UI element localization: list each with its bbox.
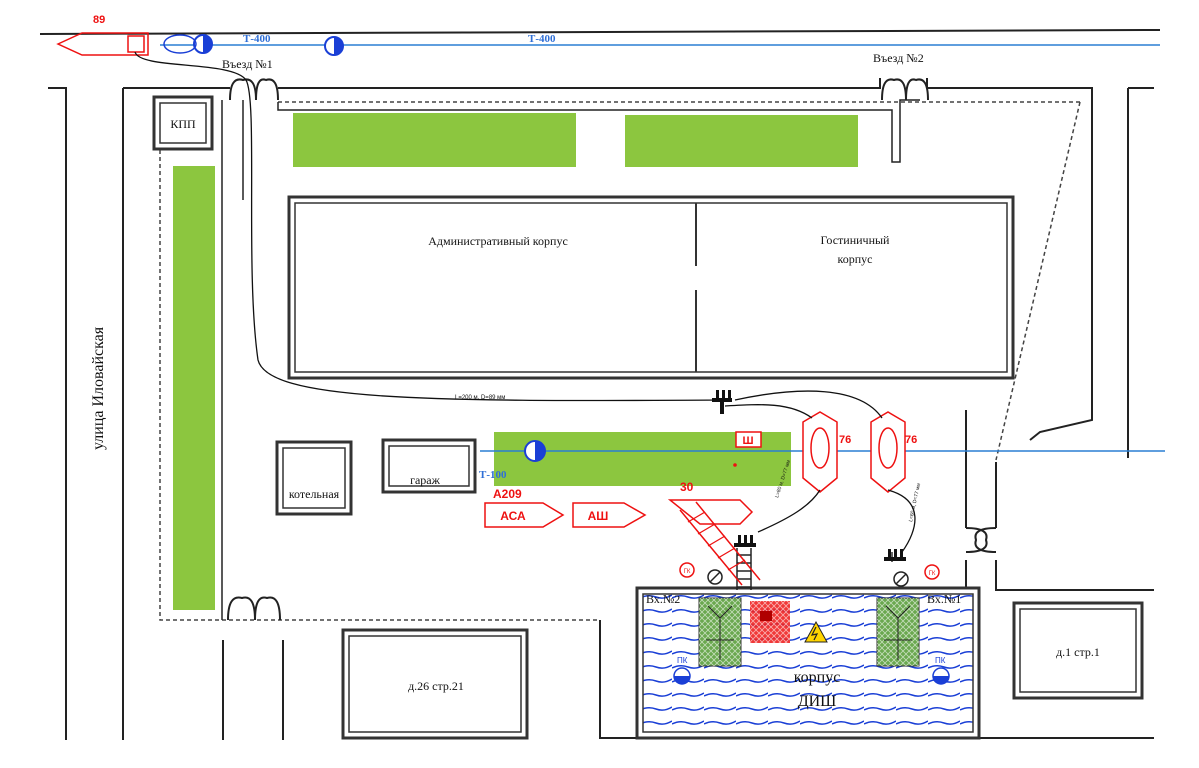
garage-label: гараж [410,473,441,487]
boiler-label: котельная [289,487,340,501]
pk-right-icon: ПК [932,656,950,685]
block-26-label: д.26 стр.21 [408,679,464,693]
crew-label: А209 [493,487,522,501]
hose-lines [134,51,916,562]
fire-truck-ash[interactable]: АШ [572,502,647,528]
manifold-right-icon [884,549,906,561]
nozzle-left-icon [707,569,723,585]
fire-truck-76b[interactable]: 76 [870,411,917,493]
hotel-building-label-2: корпус [838,252,873,266]
manifold-main-icon [712,390,732,414]
gate-east[interactable] [965,527,997,553]
entrance-1-label: Вх.№1 [927,592,961,606]
dish-label-1: корпус [794,669,841,686]
gk-left-icon: ГК [679,562,695,578]
building-boiler: котельная [275,440,353,516]
building-garage: гараж [381,438,477,494]
water-label-t400-left: Т-400 [243,33,271,45]
gate-south[interactable] [227,596,281,621]
lawn-2 [625,115,858,167]
street-name: улица Иловайская [90,326,107,450]
lawn-3 [173,166,215,610]
lawn-1 [293,113,576,167]
asa-label: АСА [500,509,526,523]
inner-fence [159,101,1081,621]
admin-building-label: Административный корпус [428,234,568,248]
building-d26: д.26 стр.21 [341,628,529,740]
entry-2-label: Въезд №2 [873,51,924,65]
headquarters-marker[interactable]: Ш [733,431,762,467]
entrance-2-label: Вх.№2 [646,592,680,606]
hose-main-label: L=200 м, D=89 мм [455,395,505,401]
street: улица Иловайская [48,87,107,740]
stairwell-right [876,597,920,667]
water-label-t400-right: Т-400 [528,33,556,45]
fire-unit-label: 76 [839,434,851,446]
fire-zone[interactable] [750,601,790,643]
fire-truck-76a[interactable]: 76 [802,411,851,493]
water-label-t100: Т-100 [479,469,507,481]
gk-right-icon: ГК [924,564,940,580]
aerial-ladder-30[interactable]: 30 [667,480,761,586]
fire-truck-89[interactable]: 89 [56,14,197,56]
pk-left-label: ПК [677,656,688,665]
block-1-label: д.1 стр.1 [1056,645,1100,659]
hq-label: Ш [742,435,753,447]
building-d1: д.1 стр.1 [1012,601,1144,700]
fence-solid [221,99,920,620]
stairwell-left [698,597,742,667]
gk-left-label: ГК [684,569,691,575]
electric-hazard-icon [804,620,828,643]
fire-unit-label: 30 [680,480,694,494]
pk-left-icon: ПК [673,656,691,685]
checkpoint-label: КПП [170,117,196,131]
building-checkpoint: КПП [152,95,214,151]
water-main-top: Т-400 Т-400 [39,29,1161,56]
manifold-left-icon [734,535,756,547]
fire-crew-a209[interactable]: А209 [493,487,522,501]
fire-unit-label: 89 [93,14,105,26]
hydrant-icon[interactable] [324,36,344,56]
dish-label-2: ДИШ [798,693,837,710]
building-dish: корпус ДИШ Вх.№2 Вх.№1 ПК ПК [635,586,981,740]
gate-entry-2[interactable]: Въезд №2 [873,51,929,101]
gk-right-label: ГК [929,571,936,577]
fire-unit-label: 76 [905,434,917,446]
gate-entry-1[interactable]: Въезд №1 [222,57,279,101]
ash-label: АШ [588,509,609,523]
fire-truck-asa[interactable]: АСА [484,502,565,528]
nozzle-right-icon [893,571,909,587]
hotel-building-label-1: Гостиничный [821,233,891,247]
hydrant-icon[interactable] [193,34,213,54]
hydrant-icon[interactable] [524,440,546,462]
pk-right-label: ПК [935,656,946,665]
green-areas [173,113,858,610]
entry-1-label: Въезд №1 [222,57,273,71]
building-admin: Административный корпус Гостиничный корп… [287,195,1015,380]
